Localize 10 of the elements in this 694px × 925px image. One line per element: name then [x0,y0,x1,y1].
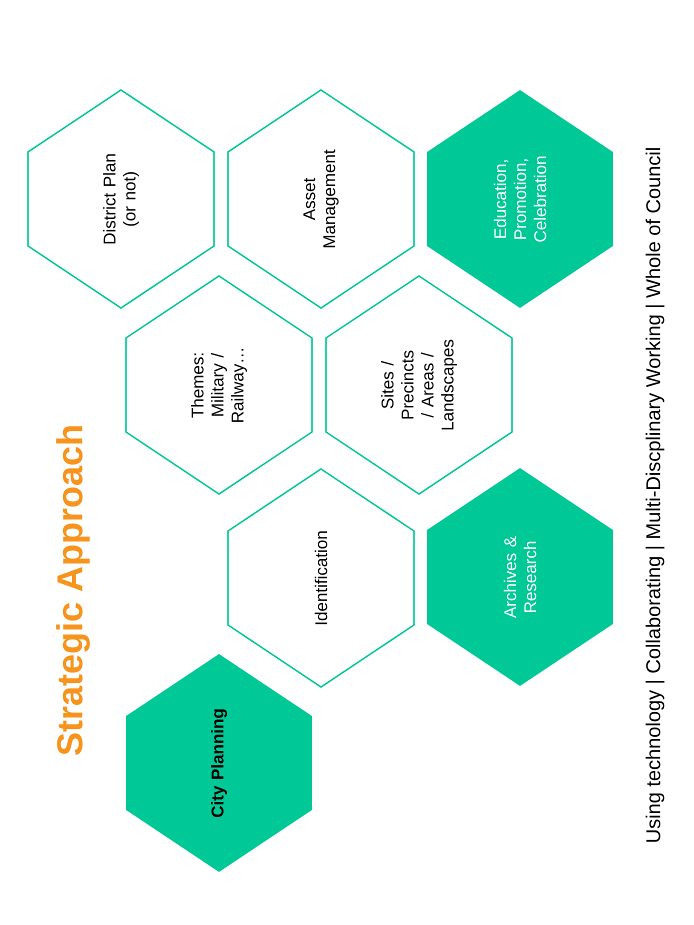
hexagon: District Plan (or not) [27,89,215,309]
footer-text: Using technology | Collaborating | Multi-Discplinary Working | Whole of Council [646,148,664,842]
hexagon: City Planning [126,654,312,872]
hexagon: Archives & Research [427,468,613,686]
hexagon: Sites / Precincts / Areas / Landscapes [325,275,513,495]
hexagon: Asset Management [227,89,415,309]
hexagon: Identification [227,468,415,688]
hexagon: Themes: Military / Railway… [125,275,313,495]
hexagon: Education, Promotion, Celebration [427,90,613,308]
title: Strategic Approach [56,426,90,755]
